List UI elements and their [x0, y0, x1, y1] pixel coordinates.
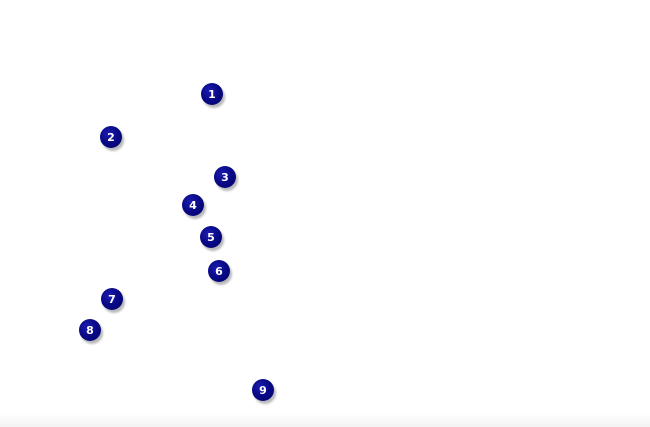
marker-label: 8 — [86, 323, 94, 337]
marker-label: 5 — [207, 230, 215, 244]
marker-label: 2 — [107, 130, 115, 144]
marker-label: 3 — [221, 170, 229, 184]
marker-label: 6 — [215, 264, 223, 278]
marker-9[interactable]: 9 — [252, 379, 274, 401]
marker-5[interactable]: 5 — [200, 226, 222, 248]
bottom-edge-shade — [0, 413, 650, 427]
marker-7[interactable]: 7 — [101, 288, 123, 310]
marker-3[interactable]: 3 — [214, 166, 236, 188]
marker-2[interactable]: 2 — [100, 126, 122, 148]
marker-6[interactable]: 6 — [208, 260, 230, 282]
marker-4[interactable]: 4 — [182, 194, 204, 216]
marker-1[interactable]: 1 — [201, 83, 223, 105]
marker-label: 4 — [189, 198, 197, 212]
marker-label: 1 — [208, 87, 216, 101]
marker-label: 7 — [108, 292, 116, 306]
marker-label: 9 — [259, 383, 267, 397]
marker-8[interactable]: 8 — [79, 319, 101, 341]
